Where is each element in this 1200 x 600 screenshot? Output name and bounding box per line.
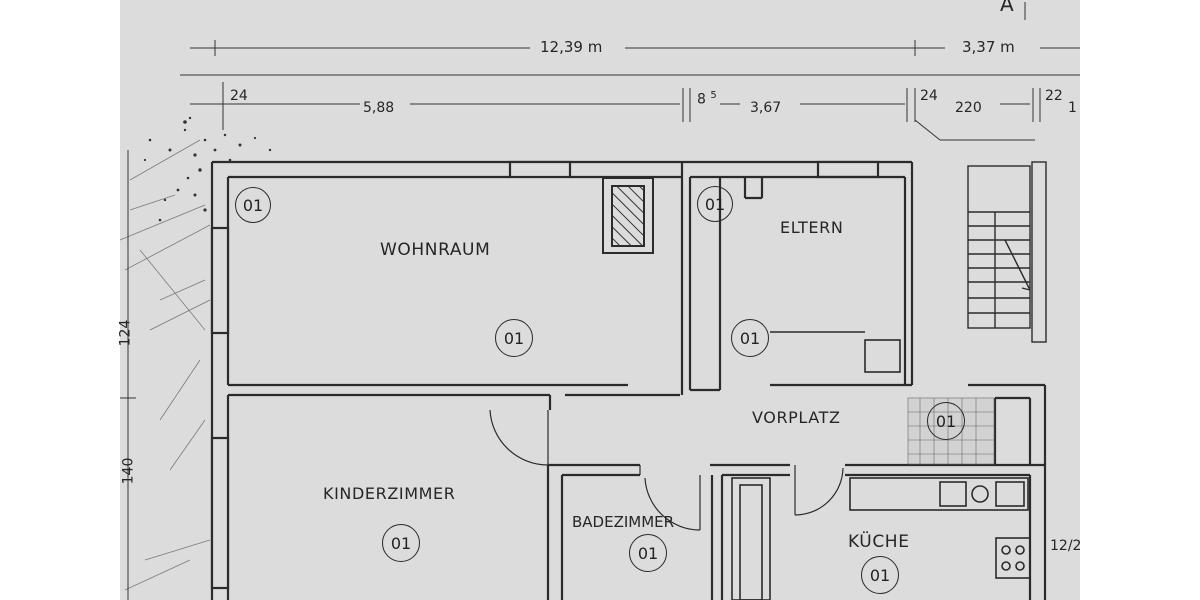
dimension-cut-right: 1 bbox=[1068, 100, 1077, 116]
room-marker-wohnraum: 01 bbox=[495, 319, 533, 357]
room-marker-kinderzimmer: 01 bbox=[382, 524, 420, 562]
room-label-badezimmer: BADEZIMMER bbox=[572, 513, 675, 531]
dimension-wall-right: 24 bbox=[920, 88, 938, 104]
room-marker-vorplatz: 01 bbox=[927, 402, 965, 440]
section-mark: A bbox=[1000, 0, 1014, 16]
staircase bbox=[967, 161, 1047, 343]
chimney bbox=[602, 177, 654, 254]
dimension-lines bbox=[120, 2, 1080, 600]
room-label-wohnraum: WOHNRAUM bbox=[380, 240, 491, 260]
dimension-kitchen-side: 12/2 bbox=[1050, 538, 1082, 554]
ink-speckles bbox=[143, 116, 272, 222]
dimension-total-width: 12,39 m bbox=[540, 38, 603, 56]
dimension-vertical-upper: 124 bbox=[117, 319, 134, 347]
dimension-wall-left: 24 bbox=[230, 88, 248, 104]
dimension-bedroom-width: 3,67 bbox=[750, 100, 782, 116]
room-marker-badezimmer: 01 bbox=[629, 534, 667, 572]
room-marker-eltern-corner: 01 bbox=[697, 186, 733, 222]
construction-lines bbox=[119, 139, 211, 591]
dimension-right-width: 3,37 m bbox=[962, 38, 1015, 56]
room-label-kueche: KÜCHE bbox=[848, 532, 910, 552]
dimension-stair-width: 220 bbox=[955, 100, 982, 116]
dimension-wall-far: 22 bbox=[1045, 88, 1063, 104]
room-label-eltern: ELTERN bbox=[780, 218, 844, 237]
walls bbox=[210, 160, 1047, 600]
door-swings bbox=[489, 409, 844, 531]
room-marker-wohnraum-corner: 01 bbox=[235, 187, 271, 223]
room-marker-kueche: 01 bbox=[861, 556, 899, 594]
dimension-wall-mid: 8 5 bbox=[697, 90, 717, 108]
room-label-vorplatz: VORPLATZ bbox=[752, 408, 841, 427]
dimension-vertical-lower: 140 bbox=[120, 457, 137, 485]
paper-background bbox=[120, 0, 1080, 600]
room-marker-eltern: 01 bbox=[731, 319, 769, 357]
room-label-kinderzimmer: KINDERZIMMER bbox=[323, 484, 456, 503]
dimension-living-width: 5,88 bbox=[363, 100, 395, 116]
